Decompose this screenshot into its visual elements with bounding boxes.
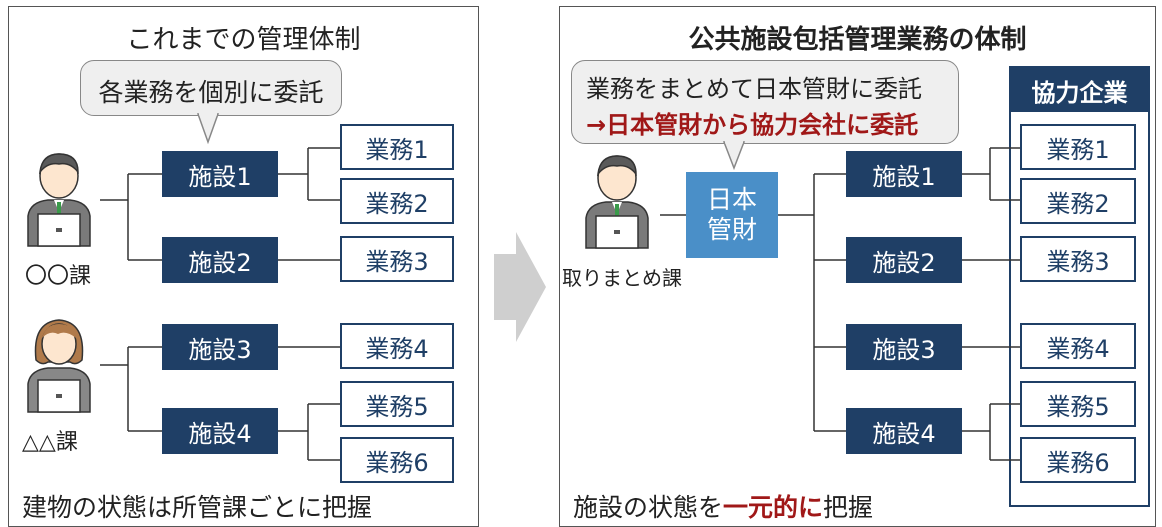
left-task-2: 業務2 [340,178,454,224]
left-speech-bubble: 各業務を個別に委託 [80,60,342,116]
left-facility-1: 施設1 [162,151,278,197]
left-facility-2: 施設2 [162,237,278,283]
partner-company-header: 協力企業 [1011,68,1148,112]
left-bubble-text: 各業務を個別に委託 [98,78,324,107]
left-footer: 建物の状態は所管課ごとに把握 [22,493,373,522]
company-name-line1: 日本 [706,185,757,214]
right-facility-3: 施設3 [846,324,962,370]
right-facility-1: 施設1 [846,151,962,197]
right-bubble-line2: →日本管財から協力会社に委託 [586,111,919,139]
left-task-5: 業務5 [340,381,454,427]
right-footer: 施設の状態を一元的に把握 [573,488,873,524]
left-panel-title: これまでの管理体制 [126,25,361,55]
right-task-4: 業務4 [1020,323,1136,369]
right-task-6: 業務6 [1020,437,1136,483]
left-task-6: 業務6 [340,437,454,483]
right-panel-title: 公共施設包括管理業務の体制 [688,25,1027,55]
left-task-3: 業務3 [340,236,454,282]
right-facility-4: 施設4 [846,408,962,454]
right-footer-pre: 施設の状態を [573,493,724,522]
partner-company-frame: 協力企業 [1009,66,1150,507]
right-speech-bubble: 業務をまとめて日本管財に委託 →日本管財から協力会社に委託 [571,60,959,144]
right-task-3: 業務3 [1020,236,1136,282]
right-bubble-line1: 業務をまとめて日本管財に委託 [586,75,922,103]
left-task-1: 業務1 [340,124,454,170]
right-facility-2: 施設2 [846,237,962,283]
right-footer-post: 把握 [823,493,874,522]
right-footer-emphasis: 一元的に [723,493,824,522]
dept-label-1: 〇〇課 [25,264,92,289]
left-task-4: 業務4 [340,323,454,369]
coordinating-dept-label: 取りまとめ課 [562,266,682,290]
nihon-kanzai-box: 日本 管財 [686,172,778,258]
right-task-1: 業務1 [1020,124,1136,170]
dept-label-2: △△課 [22,430,78,455]
left-facility-3: 施設3 [162,324,278,370]
male-worker-icon [585,155,649,249]
female-worker-icon [27,319,91,413]
male-worker-icon [27,153,91,247]
left-facility-4: 施設4 [162,408,278,454]
right-task-5: 業務5 [1020,381,1136,427]
right-task-2: 業務2 [1020,178,1136,224]
company-name-line2: 管財 [706,215,757,244]
